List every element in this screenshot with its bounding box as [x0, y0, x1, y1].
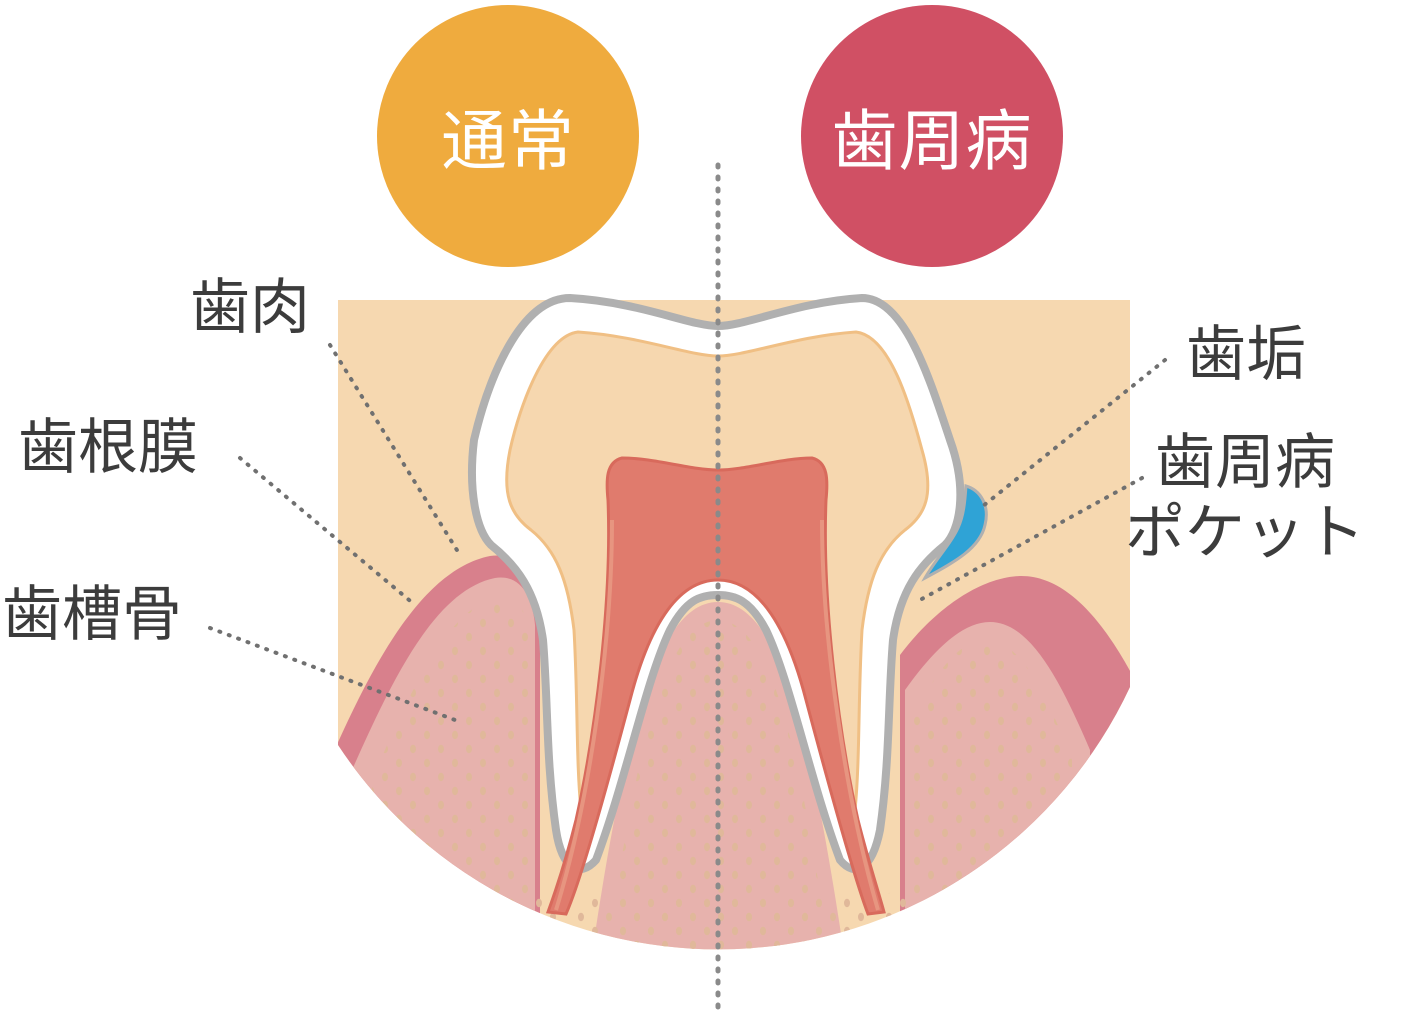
- badge-periodontal-disease: 歯周病: [801, 5, 1063, 267]
- leader-plaque: [976, 358, 1167, 512]
- badge-normal-label: 通常: [441, 103, 575, 180]
- bone-lower: [338, 890, 1130, 950]
- leader-pdl: [238, 456, 417, 607]
- label-pocket-line2: ポケット: [1125, 498, 1365, 569]
- canal-right: [820, 519, 880, 911]
- badge-normal: 通常: [377, 5, 639, 267]
- label-plaque: 歯垢: [1186, 320, 1306, 390]
- canal-left: [554, 519, 614, 911]
- label-periodontal-ligament: 歯根膜: [18, 413, 198, 483]
- leader-pocket: [918, 476, 1144, 602]
- label-alveolar-bone: 歯槽骨: [2, 580, 182, 650]
- plaque-deposit: [921, 484, 988, 582]
- label-gum: 歯肉: [190, 273, 310, 343]
- label-pocket-line1: 歯周病: [1155, 428, 1335, 498]
- badge-disease-label: 歯周病: [831, 103, 1033, 180]
- pulp: [545, 456, 886, 916]
- label-periodontal-pocket: 歯周病 ポケット: [1125, 428, 1365, 568]
- leader-gum: [328, 343, 462, 557]
- leader-bone: [208, 626, 457, 722]
- leader-lines: [208, 343, 1167, 722]
